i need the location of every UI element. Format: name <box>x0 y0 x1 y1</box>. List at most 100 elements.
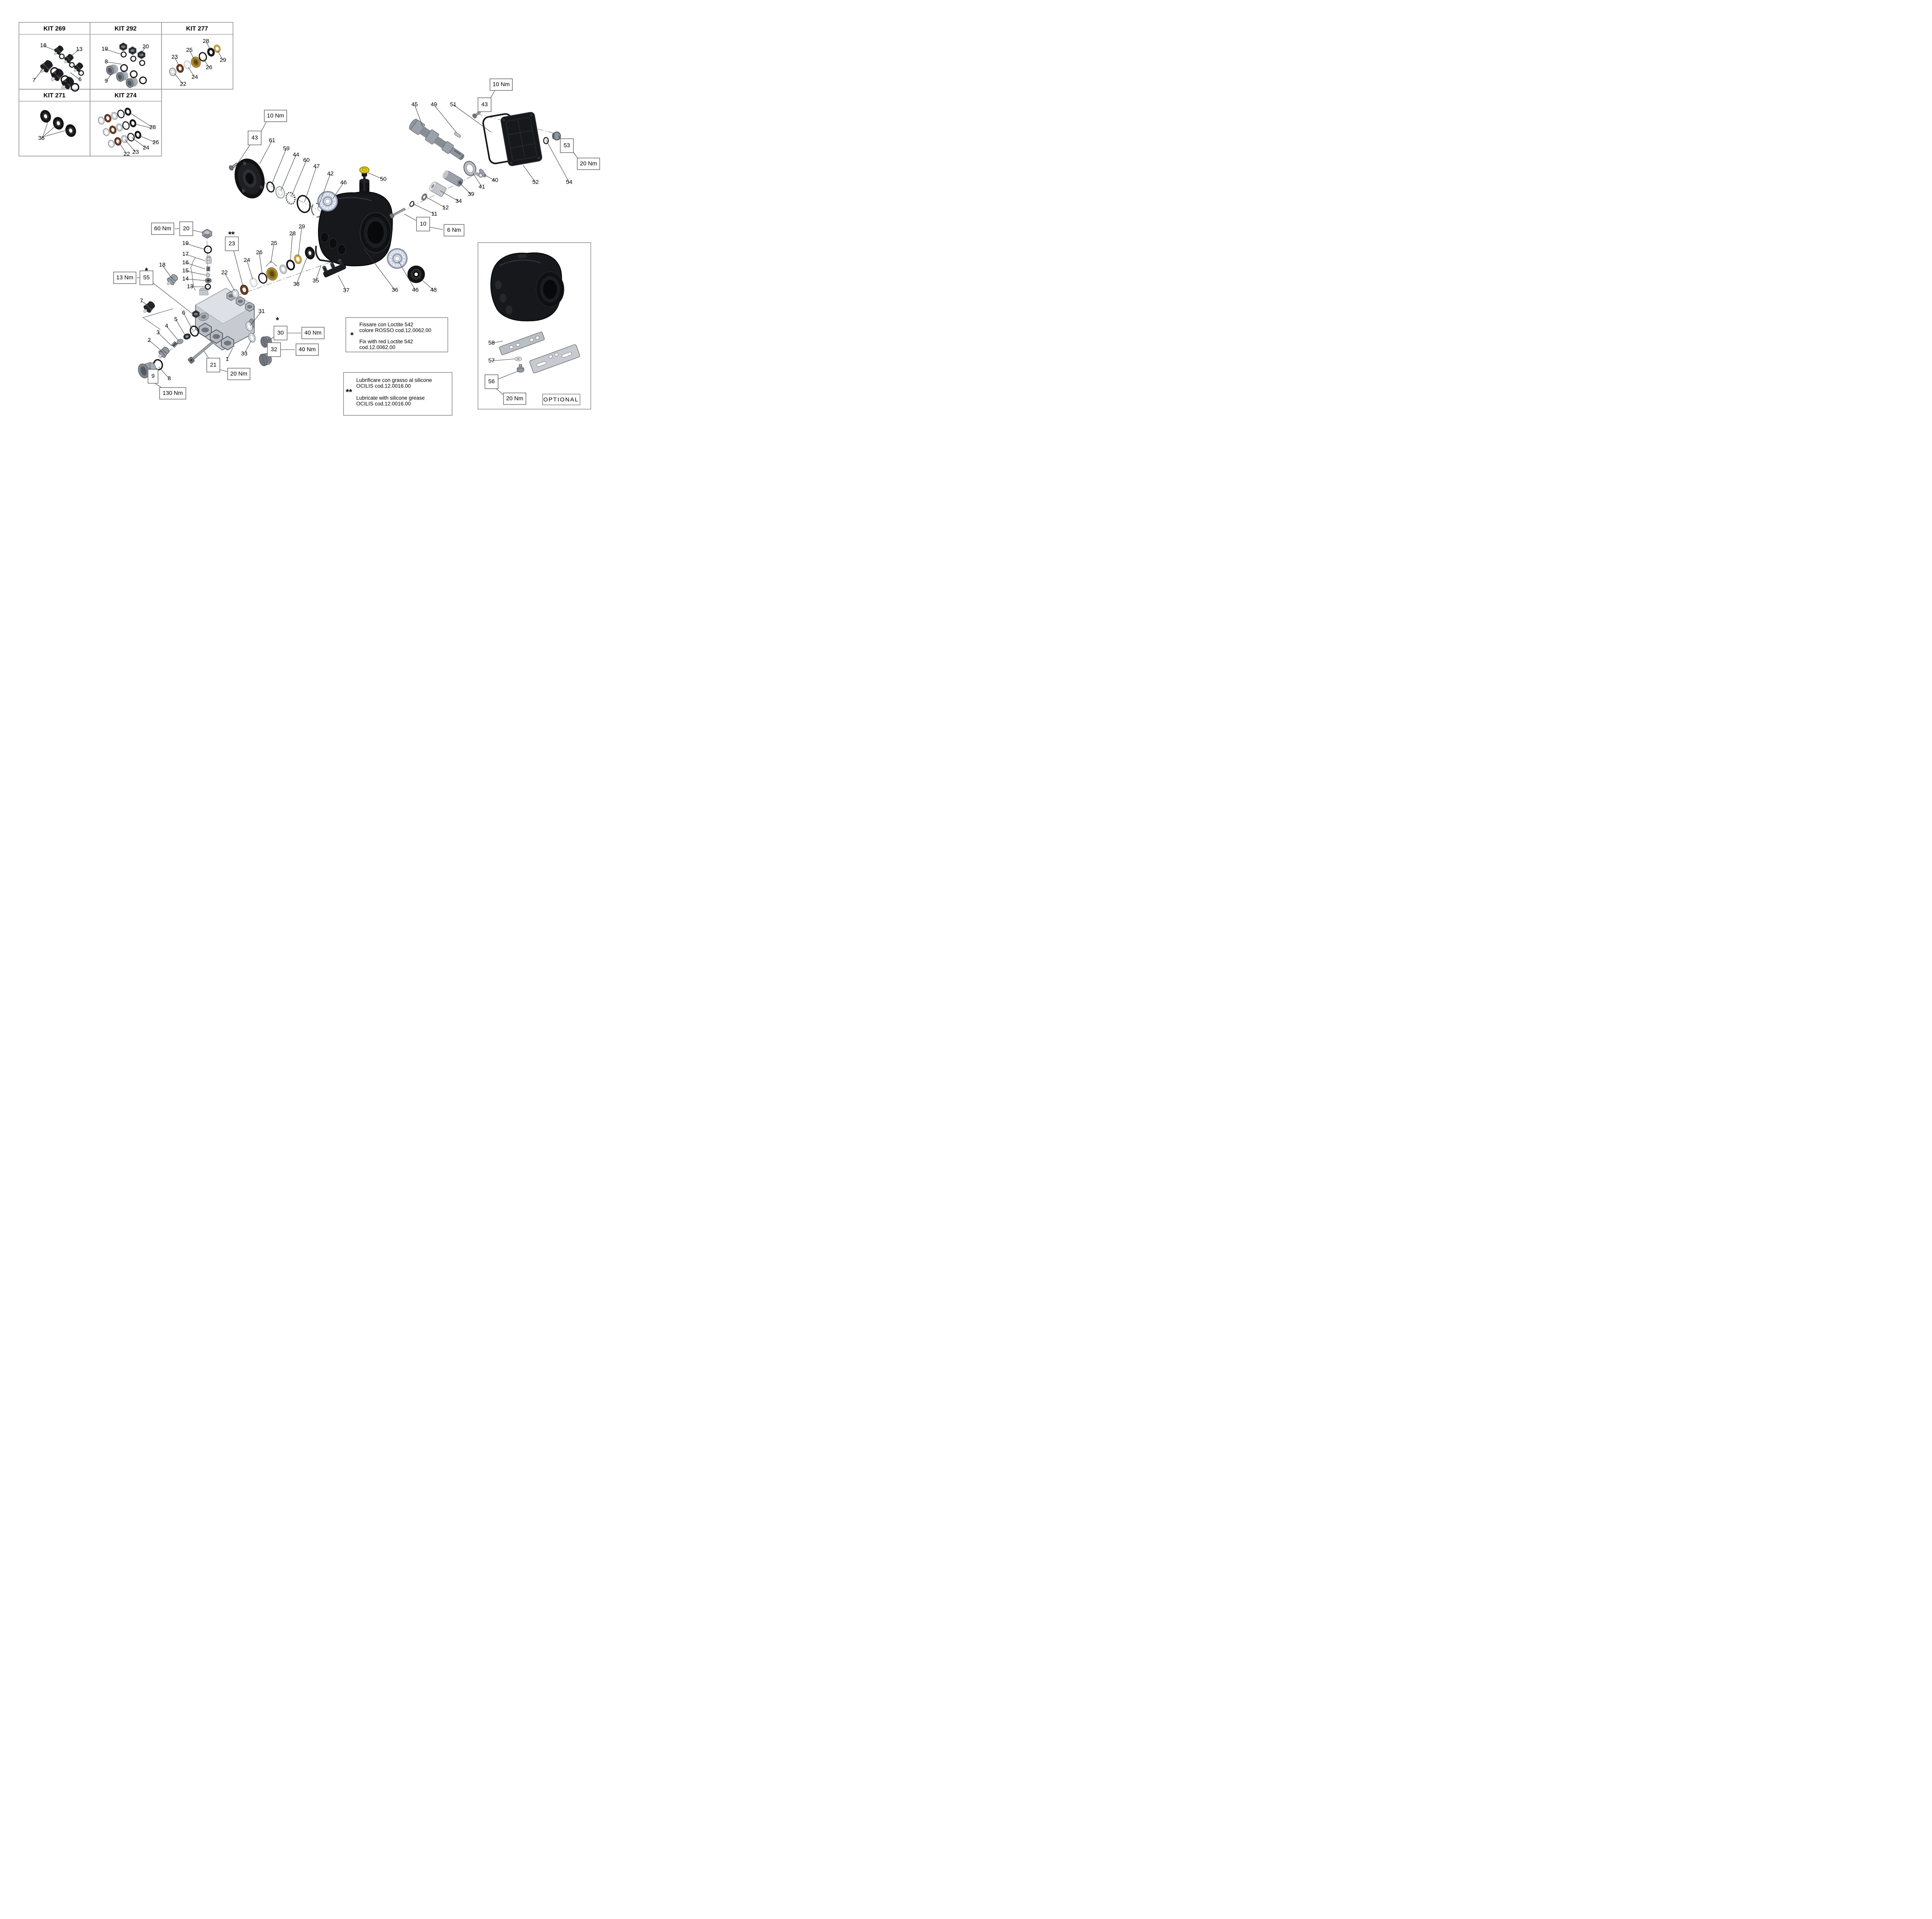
leader-line <box>146 277 193 314</box>
leader-line <box>304 166 317 202</box>
leader-line <box>70 72 80 80</box>
callout-61: 61 <box>269 137 276 144</box>
leader-line <box>290 233 293 262</box>
leader-line <box>495 388 503 395</box>
callout-box-30 <box>274 326 287 340</box>
crankcase-36 <box>318 178 393 267</box>
leader-line <box>333 182 344 199</box>
piston-seal-stack <box>231 254 302 298</box>
oring-59 <box>266 181 275 193</box>
bolt-56 <box>517 364 524 372</box>
leader-line <box>523 165 536 183</box>
valve-cage-17 <box>206 255 212 264</box>
oring-26 <box>258 272 267 284</box>
conrod-chain <box>389 161 486 219</box>
seat-14 <box>205 278 212 283</box>
callout-3: 3 <box>156 329 160 336</box>
leader-line <box>453 104 492 133</box>
callout-4: 4 <box>165 323 168 329</box>
leader-line <box>491 341 503 343</box>
kit-callout-24: 24 <box>143 144 150 151</box>
oring-54 <box>543 137 549 144</box>
kit-292-title: KIT 292 <box>115 25 137 32</box>
asterisk-marker: * <box>276 316 279 325</box>
torque-box <box>577 158 600 170</box>
note-loctite: * Fissare con Loctite 542 colore ROSSO c… <box>345 317 448 352</box>
torque-label: 10 Nm <box>267 112 284 119</box>
kit-271-title: KIT 271 <box>44 92 66 99</box>
boxed-callout-23: 23 <box>229 240 235 247</box>
leader-line <box>185 279 206 281</box>
torque-box <box>503 393 526 405</box>
leader-line <box>124 139 136 153</box>
leader-line <box>185 262 206 269</box>
kit-callout-26: 26 <box>153 139 159 146</box>
flange-61 <box>235 158 265 199</box>
leader-line <box>338 275 347 291</box>
torque-label: 130 Nm <box>163 390 183 396</box>
bearing-cover-chain <box>229 158 323 218</box>
leader-line <box>188 67 195 78</box>
torque-box <box>113 272 136 284</box>
inlet-valve-chain <box>138 321 272 379</box>
boxed-callout-55: 55 <box>143 274 150 281</box>
leader-line <box>185 270 206 275</box>
callout-52: 52 <box>532 179 539 185</box>
note-line: Fissare con Loctite 542 <box>359 322 413 328</box>
leader-line <box>183 313 193 331</box>
callout-5: 5 <box>174 316 177 323</box>
leader-line <box>158 332 172 346</box>
kit-271-parts <box>40 110 76 137</box>
seal-23 <box>240 284 248 295</box>
boxed-callout-56: 56 <box>488 378 495 385</box>
leader-line <box>398 261 416 291</box>
ball-15 <box>206 273 210 277</box>
note-line: cod.12.0062.00 <box>359 345 395 350</box>
kit-269-parts <box>37 44 85 92</box>
note-line: OCILIS cod.12.0016.00 <box>356 401 411 407</box>
boxed-callout-32: 32 <box>271 346 277 353</box>
callout-8: 8 <box>168 375 171 382</box>
callout-25: 25 <box>271 240 277 246</box>
disc-4 <box>177 339 184 344</box>
leader-line <box>174 57 179 66</box>
oil-dipstick-50 <box>359 167 369 191</box>
leader-line <box>250 311 262 326</box>
callout-35: 35 <box>313 277 319 284</box>
callout-box-9 <box>148 369 158 384</box>
callout-box-21 <box>206 358 220 372</box>
leader-line <box>185 254 206 261</box>
asterisk-marker: ** <box>228 230 235 239</box>
rear-cover-52 <box>500 112 543 166</box>
callout-47: 47 <box>313 163 320 170</box>
oring-28 <box>286 260 295 270</box>
note-line: Fix with red Loctite 542 <box>359 339 413 345</box>
leader-line <box>363 248 395 291</box>
leader-line <box>218 369 228 372</box>
leader-line <box>41 124 58 139</box>
torque-box <box>159 387 186 399</box>
camshaft-45 <box>409 119 464 160</box>
leader-line <box>244 340 252 354</box>
note-grease: ** Lubrificare con grasso al silicone OC… <box>343 372 452 416</box>
callout-37: 37 <box>343 287 350 294</box>
cylinder-34 <box>429 181 447 197</box>
kit292-gray-plugs <box>106 64 138 88</box>
callout-54: 54 <box>566 179 573 185</box>
leader-line <box>414 104 423 127</box>
leader-line <box>217 50 223 61</box>
torque-box <box>444 224 464 236</box>
asterisk-marker: * <box>145 267 148 275</box>
leader-line <box>158 367 170 379</box>
torque-label: 13 Nm <box>116 274 133 281</box>
note-line: colore ROSSO cod.12.0062.00 <box>359 328 431 333</box>
kit-callout-38: 38 <box>38 135 45 141</box>
torque-box <box>490 78 513 91</box>
leader-line <box>546 139 570 183</box>
leader-line <box>118 141 127 155</box>
con-rod-41 <box>463 161 484 178</box>
exploded-parts-diagram-page: KIT 269 KIT 292 KIT 277 KIT 271 KIT 274 <box>0 0 603 427</box>
leader-line <box>259 140 272 164</box>
boxed-callout-21: 21 <box>210 362 217 368</box>
kit-274-title: KIT 274 <box>115 92 137 99</box>
